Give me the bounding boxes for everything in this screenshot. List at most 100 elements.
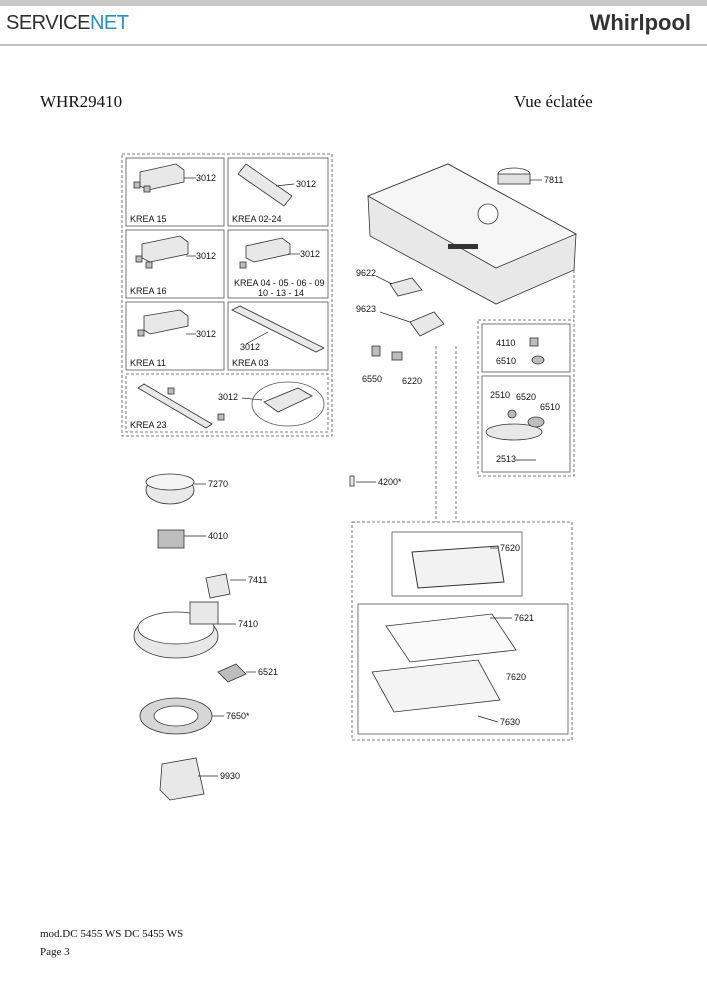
part-3012: 3012 bbox=[196, 251, 216, 261]
part-4110: 4110 bbox=[496, 338, 515, 348]
part-6521: 6521 bbox=[258, 667, 278, 677]
detail-ellipse bbox=[251, 381, 325, 427]
krea-15-label: KREA 15 bbox=[130, 214, 167, 224]
control-panel-shape bbox=[231, 305, 325, 353]
hood-opening-shape bbox=[477, 203, 499, 225]
control-panel-shape bbox=[137, 383, 213, 429]
part-7621: 7621 bbox=[514, 613, 534, 623]
lamp-box bbox=[481, 323, 571, 373]
lighting-frame bbox=[477, 319, 575, 477]
krea-15-box bbox=[125, 157, 225, 227]
control-panel-shape bbox=[141, 235, 189, 263]
motor-bracket-shape bbox=[189, 601, 219, 625]
servicenet-logo: SERVICENET bbox=[6, 12, 129, 34]
part-7620-carbon: 7620 bbox=[506, 672, 526, 682]
part-9623-shape bbox=[409, 311, 445, 337]
part-4010-shape bbox=[157, 529, 185, 549]
part-9622-shape bbox=[389, 277, 423, 297]
part-3012: 3012 bbox=[218, 392, 238, 402]
part-4110-shape bbox=[529, 337, 539, 347]
krea-03-box bbox=[227, 301, 329, 371]
header-divider bbox=[0, 44, 707, 46]
part-6220-shape bbox=[391, 351, 403, 361]
part-4010: 4010 bbox=[208, 531, 228, 541]
knob-shape bbox=[133, 181, 141, 189]
model-number: WHR29410 bbox=[40, 92, 123, 111]
control-panel-shape bbox=[263, 387, 313, 413]
part-2513: 2513 bbox=[496, 454, 516, 464]
part-3012: 3012 bbox=[300, 249, 320, 259]
part-7811: 7811 bbox=[544, 175, 563, 185]
knob-shape bbox=[135, 255, 143, 263]
grease-filter-box bbox=[391, 531, 523, 597]
part-9623: 9623 bbox=[356, 304, 376, 314]
part-7630-shape bbox=[371, 659, 501, 713]
part-3012: 3012 bbox=[240, 342, 260, 352]
knob-shape bbox=[143, 185, 151, 193]
leader-line bbox=[375, 275, 393, 285]
lamp-cover-shape bbox=[485, 423, 543, 441]
knob-shape bbox=[145, 261, 153, 269]
part-6550-shape bbox=[371, 345, 381, 357]
krea-11-box bbox=[125, 301, 225, 371]
control-panel-shape bbox=[237, 163, 293, 207]
part-6550: 6550 bbox=[362, 374, 382, 384]
leader-line bbox=[275, 183, 295, 187]
part-6520: 6520 bbox=[516, 392, 536, 402]
filter-frame bbox=[351, 521, 573, 741]
filter-ring-inner bbox=[153, 705, 199, 727]
krea-16-box bbox=[125, 229, 225, 299]
leader-line bbox=[477, 715, 499, 723]
part-7411: 7411 bbox=[248, 575, 267, 585]
knob-shape bbox=[137, 329, 145, 337]
krea-04-label-2: 10 - 13 - 14 bbox=[258, 288, 304, 298]
control-panel-shape bbox=[143, 309, 189, 335]
view-title: Vue éclatée bbox=[514, 92, 593, 111]
krea-23-label: KREA 23 bbox=[130, 420, 167, 430]
krea-frame bbox=[121, 153, 333, 437]
part-9930-shape bbox=[159, 757, 205, 801]
leader-line bbox=[245, 331, 269, 345]
carbon-filter-box bbox=[357, 603, 569, 735]
bulb-shape bbox=[527, 416, 545, 428]
part-9930: 9930 bbox=[220, 771, 240, 781]
leader-line bbox=[379, 311, 411, 323]
part-7410: 7410 bbox=[238, 619, 258, 629]
krea-04-label: KREA 04 - 05 - 06 - 09 bbox=[234, 278, 325, 288]
grease-filter-shape bbox=[411, 545, 505, 589]
krea-11-label: KREA 11 bbox=[130, 358, 166, 368]
part-7411-shape bbox=[205, 573, 231, 599]
bulb-box bbox=[481, 375, 571, 473]
knob-shape bbox=[239, 261, 247, 269]
part-7621-shape bbox=[385, 613, 517, 663]
part-6220: 6220 bbox=[402, 376, 422, 386]
part-9622: 9622 bbox=[356, 268, 376, 278]
knob-shape bbox=[217, 413, 225, 421]
part-6510: 6510 bbox=[496, 356, 516, 366]
part-7620: 7620 bbox=[500, 543, 520, 553]
part-4200-shape bbox=[349, 475, 355, 487]
part-7650: 7650* bbox=[226, 711, 250, 721]
fan-top-shape bbox=[145, 473, 195, 491]
part-7270: 7270 bbox=[208, 479, 228, 489]
part-6510: 6510 bbox=[540, 402, 560, 412]
krea-04-box bbox=[227, 229, 329, 299]
part-2510: 2510 bbox=[490, 390, 510, 400]
part-7630: 7630 bbox=[500, 717, 520, 727]
krea-02-24-box bbox=[227, 157, 329, 227]
knob-shape bbox=[167, 387, 175, 395]
lamp-holder-shape bbox=[507, 409, 517, 419]
part-3012: 3012 bbox=[196, 173, 216, 183]
part-3012: 3012 bbox=[196, 329, 216, 339]
whirlpool-logo: Whirlpool bbox=[589, 10, 691, 35]
part-3012: 3012 bbox=[296, 179, 316, 189]
control-panel-shape bbox=[245, 237, 291, 263]
header-bar bbox=[0, 0, 707, 6]
krea-23-box bbox=[125, 373, 329, 433]
krea-02-24-label: KREA 02-24 bbox=[232, 214, 282, 224]
leader-line bbox=[241, 397, 263, 401]
footer-model: mod.DC 5455 WS DC 5455 WS bbox=[40, 928, 184, 940]
hood-vent-shape bbox=[448, 244, 478, 249]
krea-16-label: KREA 16 bbox=[130, 286, 167, 296]
